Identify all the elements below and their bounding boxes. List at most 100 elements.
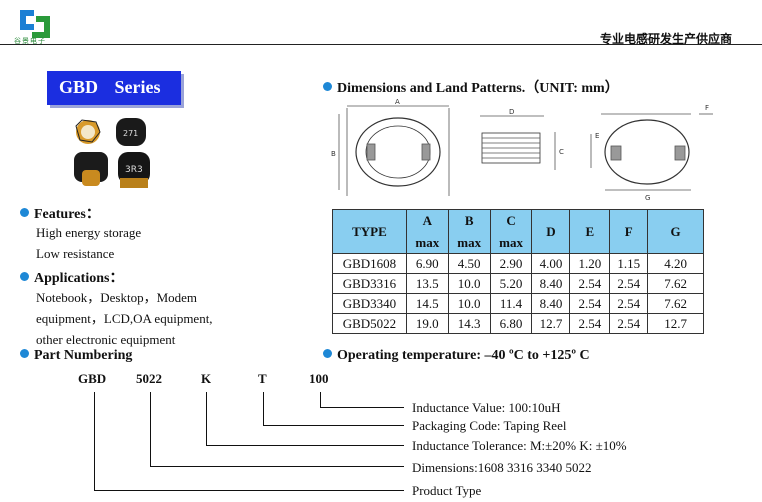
table-cell: 8.40 — [531, 273, 571, 294]
table-cell: 12.7 — [647, 313, 704, 334]
table-cell: GBD3340 — [332, 293, 407, 314]
desc-product-type: Product Type — [412, 483, 482, 498]
col-header-d: D — [531, 209, 571, 254]
table-cell: 2.90 — [489, 253, 533, 274]
bullet-icon — [323, 349, 332, 358]
table-cell: 12.7 — [531, 313, 571, 334]
bullet-icon — [20, 349, 29, 358]
table-cell: 19.0 — [405, 313, 449, 334]
table-row: GBD5022 19.0 14.3 6.80 12.7 2.54 2.54 12… — [332, 313, 704, 334]
table-cell: 2.54 — [569, 293, 611, 314]
table-row: GBD3340 14.5 10.0 11.4 8.40 2.54 2.54 7.… — [332, 293, 704, 314]
table-cell: 1.15 — [609, 253, 649, 274]
connector-line — [150, 392, 151, 467]
table-cell: 14.3 — [447, 313, 491, 334]
applications-line: other electronic equipment — [36, 332, 176, 347]
table-cell: 2.54 — [569, 273, 611, 294]
company-logo — [20, 10, 50, 38]
desc-dimensions: Dimensions:1608 3316 3340 5022 — [412, 460, 592, 475]
connector-line — [150, 466, 404, 467]
table-cell: 11.4 — [489, 293, 533, 314]
table-cell: 6.80 — [489, 313, 533, 334]
table-cell: 2.54 — [609, 293, 649, 314]
applications-line: equipment，LCD,OA equipment, — [36, 311, 213, 326]
dim-label-f: F — [705, 104, 709, 112]
connector-line — [320, 407, 404, 408]
connector-line — [94, 490, 404, 491]
desc-inductance-tolerance: Inductance Tolerance: M:±20% K: ±10% — [412, 438, 627, 453]
applications-heading: Applications： — [20, 267, 123, 287]
connector-line — [263, 425, 404, 426]
table-cell: 7.62 — [647, 293, 704, 314]
table-cell: GBD5022 — [332, 313, 407, 334]
code-dimensions: 5022 — [136, 371, 162, 386]
col-header-f: F — [609, 209, 649, 254]
operating-temperature: Operating temperature: –40 ºC to +125º C — [323, 348, 590, 364]
features-heading: Features： — [20, 203, 100, 223]
bullet-icon — [20, 208, 29, 217]
header-divider — [0, 44, 762, 45]
dim-label-c: C — [559, 148, 564, 156]
code-product-type: GBD — [78, 371, 107, 386]
table-cell: 4.20 — [647, 253, 704, 274]
desc-inductance-value: Inductance Value: 100:10uH — [412, 400, 561, 415]
col-header-g: G — [647, 209, 704, 254]
header-title: 专业电感研发生产供应商 — [599, 32, 732, 46]
dim-label-d: D — [509, 108, 514, 116]
table-cell: 10.0 — [447, 293, 491, 314]
table-cell: 10.0 — [447, 273, 491, 294]
dimensions-heading: Dimensions and Land Patterns.（UNIT: mm） — [323, 77, 619, 97]
table-cell: 13.5 — [405, 273, 449, 294]
dimension-drawing: A B D C E F G — [331, 98, 713, 202]
applications-line: Notebook，Desktop，Modem — [36, 290, 198, 305]
bullet-icon — [20, 272, 29, 281]
table-cell: 5.20 — [489, 273, 533, 294]
code-tolerance: K — [201, 371, 212, 386]
dim-label-a: A — [395, 98, 400, 106]
feature-item: High energy storage — [36, 225, 142, 240]
bullet-icon — [323, 82, 332, 91]
feature-item: Low resistance — [36, 246, 115, 261]
table-cell: 2.54 — [609, 273, 649, 294]
table-cell: 2.54 — [609, 313, 649, 334]
table-cell: 14.5 — [405, 293, 449, 314]
table-cell: 4.50 — [447, 253, 491, 274]
table-cell: 1.20 — [569, 253, 611, 274]
connector-line — [206, 445, 404, 446]
part-label-3r3: 3R3 — [125, 165, 143, 175]
table-row: GBD3316 13.5 10.0 5.20 8.40 2.54 2.54 7.… — [332, 273, 704, 294]
logo-caption: 谷景电子 — [14, 37, 46, 45]
table-cell: 6.90 — [405, 253, 449, 274]
table-cell: GBD3316 — [332, 273, 407, 294]
table-row: GBD1608 6.90 4.50 2.90 4.00 1.20 1.15 4.… — [332, 253, 704, 274]
features-list: High energy storage Low resistance — [36, 222, 141, 264]
code-inductance: 100 — [309, 371, 329, 386]
series-suffix: Series — [114, 77, 161, 97]
dim-label-b: B — [331, 150, 336, 158]
table-cell: 4.00 — [531, 253, 571, 274]
table-cell: 7.62 — [647, 273, 704, 294]
part-label-271: 271 — [123, 129, 138, 138]
col-header-type: TYPE — [332, 209, 407, 254]
table-cell: GBD1608 — [332, 253, 407, 274]
connector-line — [94, 392, 95, 491]
connector-line — [320, 392, 321, 408]
product-photo: 271 3R3 — [74, 118, 150, 188]
part-numbering-heading: Part Numbering — [20, 348, 132, 364]
table-cell: 2.54 — [569, 313, 611, 334]
table-cell: 8.40 — [531, 293, 571, 314]
connector-line — [206, 392, 207, 446]
code-packaging: T — [258, 371, 267, 386]
col-header-e: E — [569, 209, 611, 254]
desc-packaging-code: Packaging Code: Taping Reel — [412, 418, 567, 433]
series-prefix: GBD — [59, 77, 99, 97]
connector-line — [263, 392, 264, 426]
dim-label-e: E — [595, 132, 599, 140]
series-title: GBD Series — [47, 71, 181, 105]
dim-label-g: G — [645, 194, 650, 202]
applications-text: Notebook，Desktop，Modem equipment，LCD,OA … — [36, 287, 213, 350]
